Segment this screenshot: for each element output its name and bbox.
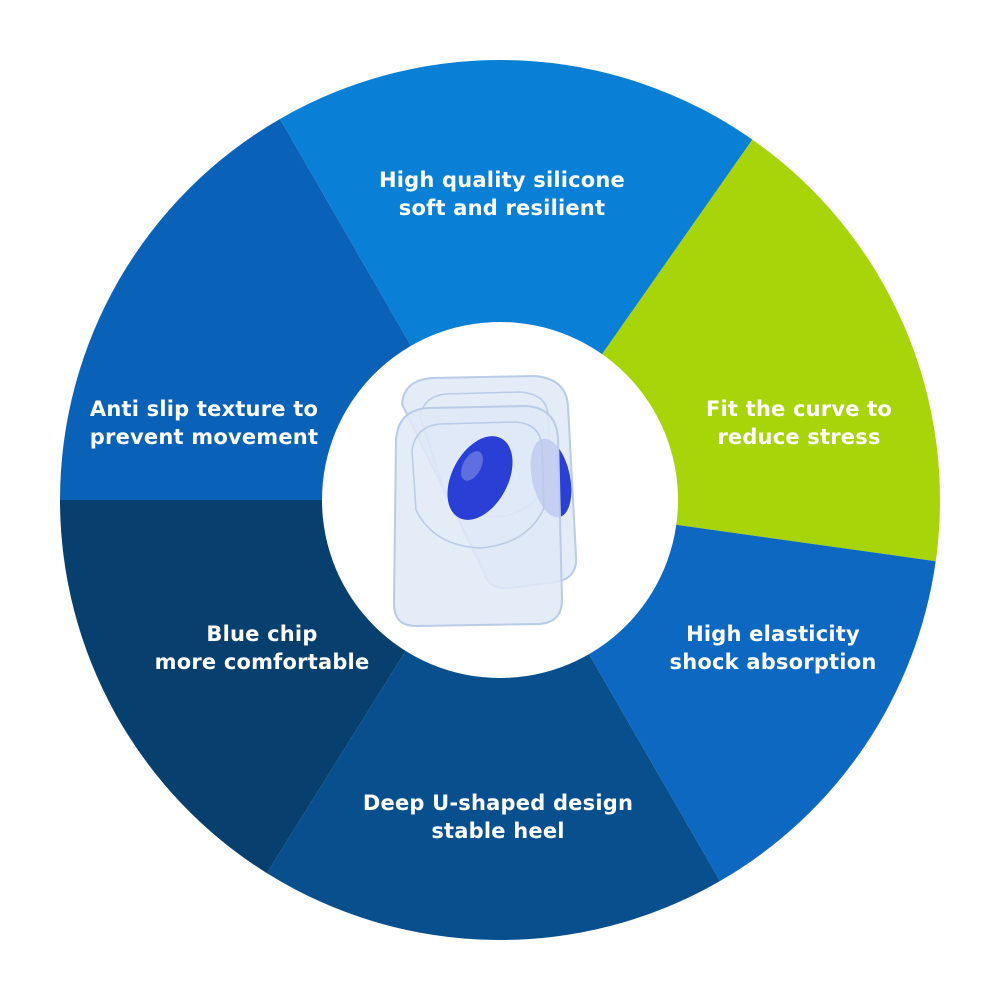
feature-label-line: shock absorption (669, 650, 877, 674)
feature-label-line: Fit the curve to (705, 397, 893, 421)
feature-label-u-shaped: Deep U-shaped design stable heel (338, 789, 658, 845)
wheel-segment-top (280, 59, 753, 501)
feature-label-line: Anti slip texture to (89, 397, 319, 421)
feature-label-line: High quality silicone (378, 168, 626, 192)
feature-label-line: High elasticity (686, 622, 860, 646)
feature-label-line: reduce stress (717, 425, 881, 449)
feature-label-line: Blue chip (206, 622, 318, 646)
feature-label-anti-slip: Anti slip texture to prevent movement (44, 395, 364, 451)
feature-label-line: stable heel (431, 819, 565, 843)
feature-label-line: Deep U-shaped design (362, 791, 634, 815)
blue-chip-front (447, 436, 513, 520)
feature-label-silicone: High quality silicone soft and resilient (342, 166, 662, 222)
feature-label-curve: Fit the curve to reduce stress (639, 395, 959, 451)
feature-label-line: prevent movement (89, 425, 319, 449)
feature-label-line: more comfortable (154, 650, 370, 674)
feature-label-blue-chip: Blue chip more comfortable (102, 620, 422, 676)
feature-label-elasticity: High elasticity shock absorption (613, 620, 933, 676)
feature-label-line: soft and resilient (398, 196, 606, 220)
heel-cup-insole-icon (392, 374, 578, 628)
wheel-segment-bottom (266, 500, 720, 940)
